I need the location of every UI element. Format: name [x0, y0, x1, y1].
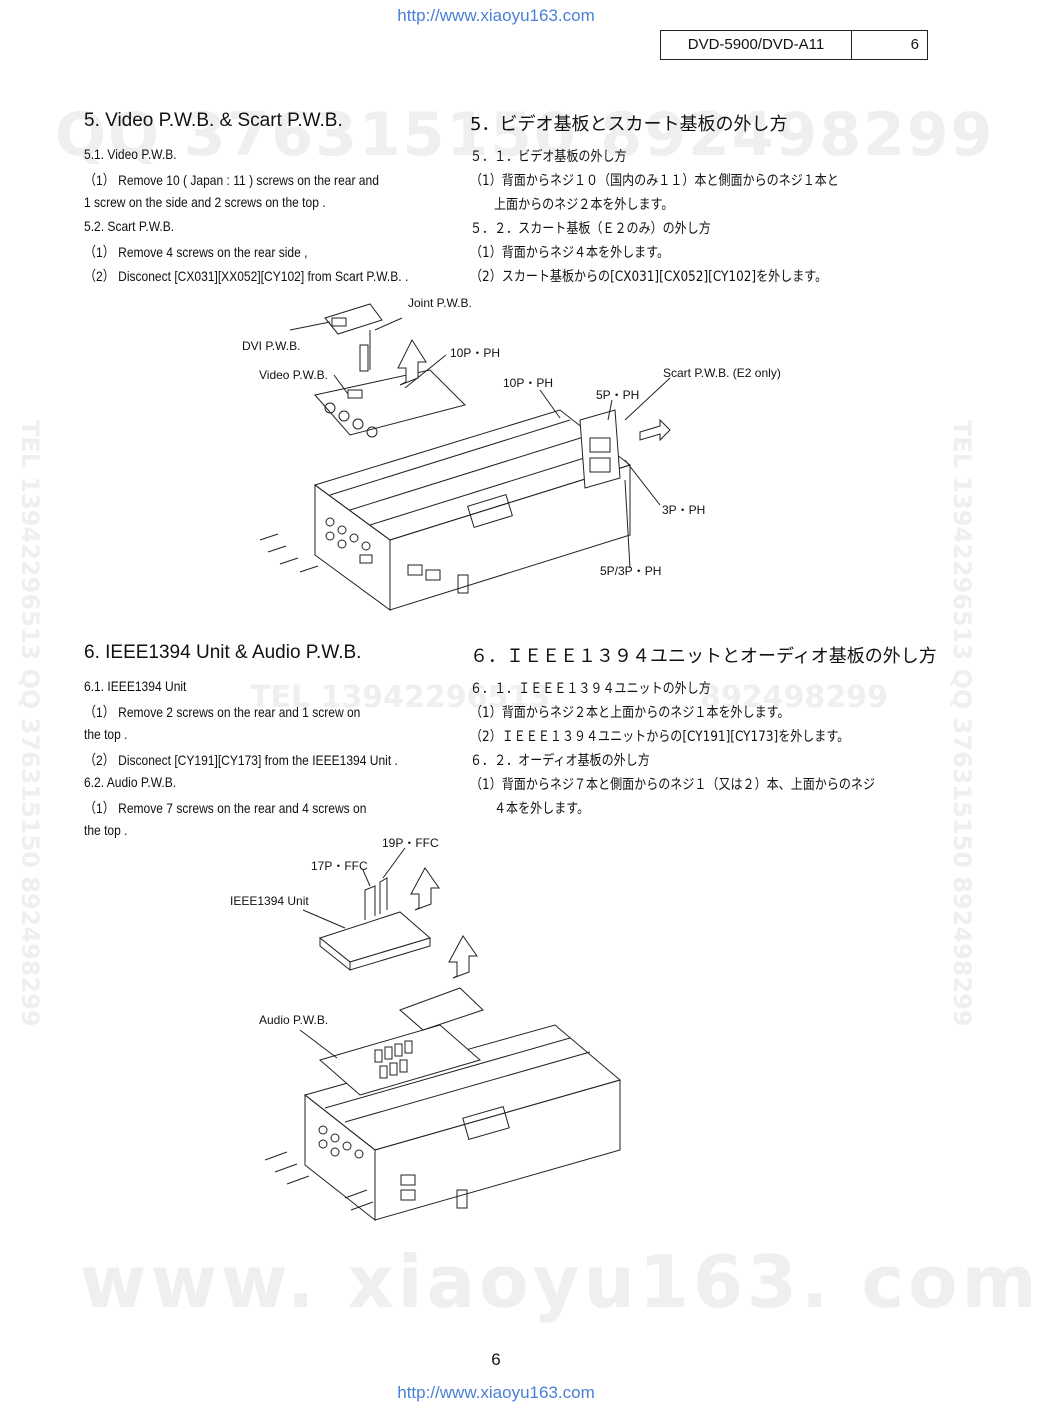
- section6-en-line3: the top .: [84, 726, 128, 742]
- page-number: 6: [491, 1350, 501, 1369]
- section5-en-line4: 5.2. Scart P.W.B.: [84, 218, 175, 234]
- label-5p3p-ph: 5P/3P・PH: [600, 564, 661, 578]
- rear-jack-cluster: [318, 1125, 416, 1201]
- label-ieee1394-unit: IEEE1394 Unit: [230, 894, 309, 908]
- watermark-bottom: www. xiaoyu163. com: [80, 1240, 1041, 1324]
- section6-en-line7: the top .: [84, 822, 128, 838]
- section5-en-line3: 1 screw on the side and 2 screws on the …: [84, 194, 326, 210]
- label-scart-pwb: Scart P.W.B. (E2 only): [663, 366, 781, 380]
- section6-en-line1: 6.1. IEEE1394 Unit: [84, 678, 187, 694]
- section5-jp-line2: （1）背面からネジ１０（国内のみ１１）本と側面からのネジ１本と: [470, 173, 839, 189]
- section5-en-line2: （1） Remove 10 ( Japan : 11 ) screws on t…: [84, 172, 379, 188]
- label-19p-ffc: 19P・FFC: [382, 836, 439, 850]
- section6-jp-line1: ６．１．ＩＥＥＥ１３９４ユニットの外し方: [470, 681, 711, 697]
- section5-jp-line4: ５．２．スカート基板（Ｅ２のみ）の外し方: [470, 221, 711, 237]
- scart-arrow: [639, 418, 671, 442]
- scart-pwb-board: [579, 409, 621, 489]
- section5-title-en: 5. Video P.W.B. & Scart P.W.B.: [84, 110, 343, 131]
- section5-en-line1: 5.1. Video P.W.B.: [84, 146, 177, 162]
- label-5p-ph: 5P・PH: [596, 388, 639, 402]
- joint-pwb-board: [359, 344, 369, 372]
- header-page-number: 6: [910, 36, 919, 53]
- dvi-pwb-board: [324, 303, 383, 335]
- label-10p-ph-a: 10P・PH: [450, 346, 500, 360]
- chassis-front-panel: [314, 484, 391, 611]
- chassis-side-panel: [389, 464, 631, 611]
- section5-title-jp: 5．ビデオ基板とスカート基板の外し方: [470, 114, 788, 135]
- section6-title-en: 6. IEEE1394 Unit & Audio P.W.B.: [84, 642, 362, 663]
- upper-pwb-board: [399, 987, 484, 1031]
- source-url-bottom[interactable]: http://www.xiaoyu163.com: [397, 1383, 595, 1402]
- figure-ieee1394-audio-disassembly: 19P・FFC 17P・FFC IEEE1394 Unit Audio P.W.…: [230, 836, 622, 1222]
- audio-capacitors: [374, 1040, 413, 1079]
- lift-arrow-audio: [448, 935, 478, 979]
- video-pwb-board: [314, 369, 466, 436]
- section6-en-line6: （1） Remove 7 screws on the rear and 4 sc…: [84, 800, 367, 816]
- label-3p-ph: 3P・PH: [662, 503, 705, 517]
- section6-jp-line5: （1）背面からネジ７本と側面からのネジ１（又は２）本、上面からのネジ: [470, 777, 875, 793]
- section6-jp-line4: ６．２．オーディオ基板の外し方: [470, 753, 650, 769]
- section6-jp-line2: （1）背面からネジ２本と上面からのネジ１本を外します。: [470, 705, 790, 721]
- ffc-17p-cable: [364, 885, 376, 920]
- label-dvi-pwb: DVI P.W.B.: [242, 339, 300, 353]
- section5-en-line5: （1） Remove 4 screws on the rear side ,: [84, 244, 308, 260]
- watermark-side-left: TEL 13942296513 QQ 376315150 892498299: [16, 420, 44, 1027]
- power-inlet: [456, 1189, 468, 1209]
- watermark-side-right: TEL 13942296513 QQ 376315150 892498299: [948, 420, 976, 1027]
- model-name: DVD-5900/DVD-A11: [661, 31, 852, 59]
- section6-en-line4: （2） Disconect [CY191][CY173] from the IE…: [84, 752, 398, 768]
- section5-en-line6: （2） Disconect [CX031][XX052][CY102] from…: [84, 268, 409, 284]
- source-url-top[interactable]: http://www.xiaoyu163.com: [397, 6, 595, 25]
- figure-video-scart-disassembly: Joint P.W.B. DVI P.W.B. 10P・PH Video P.W…: [242, 296, 781, 611]
- section6-title-jp: ６．ＩＥＥＥ１３９４ユニットとオーディオ基板の外し方: [470, 646, 937, 667]
- chassis-side-panel: [374, 1079, 621, 1221]
- section5-jp-line3: 上面からのネジ２本を外します。: [494, 197, 674, 213]
- chassis-center-plate: [462, 1106, 510, 1140]
- chassis-center-plate: [467, 494, 513, 528]
- section6-jp-line6: ４本を外します。: [494, 801, 590, 817]
- section6-jp-line3: （2）ＩＥＥＥ１３９４ユニットからの[CY191][CY173]を外します。: [470, 729, 850, 745]
- section6-en-line5: 6.2. Audio P.W.B.: [84, 774, 177, 790]
- header-box: DVD-5900/DVD-A11 6: [660, 30, 928, 60]
- lift-arrow: [397, 338, 427, 386]
- label-video-pwb: Video P.W.B.: [259, 368, 328, 382]
- label-audio-pwb: Audio P.W.B.: [259, 1013, 328, 1027]
- section5-jp-line1: ５．１．ビデオ基板の外し方: [470, 149, 627, 165]
- chassis-front-panel: [304, 1093, 376, 1222]
- section5-jp-line6: （2）スカート基板からの[CX031][CX052][CY102]を外します。: [470, 269, 828, 285]
- label-17p-ffc: 17P・FFC: [311, 859, 368, 873]
- rear-jack-cluster: [325, 517, 441, 581]
- section5-jp-line5: （1）背面からネジ４本を外します。: [470, 245, 670, 261]
- ffc-19p-cable: [379, 877, 388, 914]
- power-inlet: [457, 574, 469, 594]
- section6-en-line2: （1） Remove 2 screws on the rear and 1 sc…: [84, 704, 361, 720]
- label-joint-pwb: Joint P.W.B.: [408, 296, 472, 310]
- label-10p-ph-b: 10P・PH: [503, 376, 553, 390]
- lift-arrow-ieee: [410, 867, 440, 911]
